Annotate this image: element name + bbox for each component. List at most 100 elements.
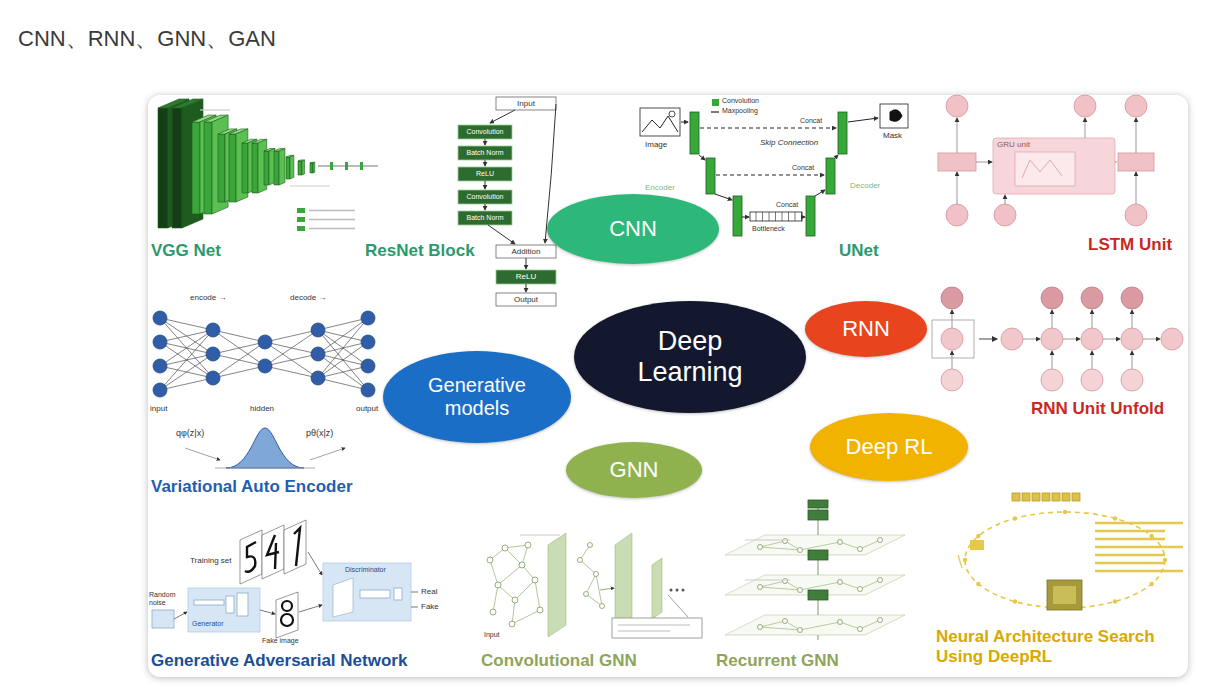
vae-neuron — [311, 347, 325, 361]
vae-weight-line — [160, 318, 213, 330]
nas-controller-cell — [1062, 493, 1070, 501]
rgnn-graph-edge — [800, 542, 840, 550]
resnet-arrow — [488, 225, 515, 244]
cgnn-arrow — [600, 588, 614, 590]
gan-generator-box — [188, 588, 260, 632]
cgnn-graph-node — [588, 543, 593, 548]
resnet-relu-box — [496, 270, 556, 284]
vae-neuron — [258, 335, 272, 349]
vae-neuron — [311, 323, 325, 337]
rgnn-graph-edge — [760, 621, 785, 627]
layer-name: Output — [496, 293, 556, 306]
rgnn-graph-edge — [760, 627, 800, 630]
nas-controller-cell — [1012, 493, 1020, 501]
cgnn-callout-box — [612, 618, 702, 638]
rgnn-recurrent-unit — [808, 550, 828, 560]
nas-cycle-dot — [1113, 599, 1117, 603]
rnn-input-circle — [1081, 369, 1103, 391]
vgg-note-line — [200, 109, 230, 110]
resnet-arrow — [485, 204, 486, 210]
lstm-io-circle — [946, 204, 968, 226]
cgnn-graph-node — [532, 577, 538, 583]
resnet-arrow — [485, 139, 486, 145]
unet-arrow — [699, 155, 705, 160]
unet-mask-box — [880, 104, 908, 128]
layer-name: ReLU — [496, 270, 556, 284]
vgg-layer-front — [264, 151, 269, 185]
nas-config-line — [1095, 530, 1165, 532]
rgnn-graph-edge — [860, 580, 880, 589]
rnn-wire — [1132, 310, 1133, 328]
vae-neuron — [206, 323, 220, 337]
vgg-layer-side — [225, 129, 237, 202]
rnn-output-circle — [1041, 287, 1063, 309]
rgnn-graph-edge — [860, 540, 880, 549]
rnn-hidden-circle — [1001, 328, 1023, 350]
rgnn-graph-node — [798, 548, 803, 553]
vae-weight-line — [318, 342, 368, 378]
rnn-unfold-arrow — [979, 338, 997, 339]
legend-note: Maxpooling — [722, 107, 758, 115]
lstm-io-circle — [946, 95, 968, 117]
unet-note: Concat — [776, 201, 798, 209]
unet-bottleneck-cell — [788, 212, 789, 221]
rgnn-graph-edge — [760, 581, 785, 587]
nas-config-line — [1095, 570, 1183, 572]
vgg-legend-line — [309, 228, 355, 230]
rgnn-graph-edge — [760, 541, 785, 547]
rgnn-graph-node — [783, 539, 788, 544]
rgnn-graph-edge — [840, 582, 860, 589]
resnet-arrow — [526, 258, 527, 269]
gan-training-sample — [284, 520, 306, 574]
nas-trained-net-inner — [1053, 586, 1076, 604]
unet-arrow — [848, 118, 878, 122]
resnet-input-box — [496, 97, 556, 110]
layer-name: Batch Norm — [458, 146, 512, 160]
vae-note: encode → — [190, 293, 226, 302]
cgnn-graph-node — [495, 582, 501, 588]
cgnn-graph-node — [537, 607, 543, 613]
unet-legend-swatch — [712, 99, 719, 106]
rnn-wire — [1023, 339, 1040, 340]
gan-generator-layer — [237, 593, 248, 616]
layer-name: Addition — [496, 245, 556, 258]
cgnn-layer-panel — [652, 558, 662, 619]
cgnn-layer-panel — [615, 533, 632, 632]
rgnn-graph-edge — [760, 587, 800, 590]
cgnn-graph-edge — [493, 585, 498, 612]
lstm-wire — [976, 162, 992, 163]
rnn-hidden-circle — [1041, 328, 1063, 350]
gan-fake-digit — [282, 601, 292, 611]
vae-weight-line — [213, 342, 265, 378]
vae-note: hidden — [250, 404, 274, 413]
topic-name: GNN — [610, 457, 659, 482]
nas-cycle-dot — [1163, 558, 1167, 562]
nas-controller-cell — [1032, 493, 1040, 501]
vae-neuron — [361, 383, 375, 397]
lstm-cell — [993, 138, 1115, 194]
vae-weight-line — [318, 318, 368, 330]
nas-cycle-dot — [976, 582, 980, 586]
cgnn-graph-edge — [505, 548, 522, 565]
lstm-inner-wire — [1022, 160, 1062, 178]
caption: LSTM Unit — [1088, 235, 1172, 255]
rgnn-graph-edge — [840, 542, 860, 549]
layer-name: Input — [496, 97, 556, 110]
gan-fake-digit — [281, 614, 293, 626]
nas-cycle-dot — [1149, 534, 1153, 538]
vae-neuron — [153, 359, 167, 373]
vae-weight-line — [213, 342, 265, 354]
rgnn-graph-edge — [760, 547, 800, 550]
nas-cycle — [965, 512, 1165, 608]
vae-weight-line — [318, 330, 368, 390]
rgnn-graph-edge — [860, 620, 880, 629]
unet-image-sketch — [640, 108, 680, 136]
nas-controller-cell — [1022, 493, 1030, 501]
topic-oval: Generative models — [383, 351, 572, 443]
gan-arrow — [308, 552, 322, 575]
unet-bottleneck-cell — [795, 212, 796, 221]
vae-weight-line — [160, 378, 213, 390]
cgnn-graph-edge — [535, 580, 540, 610]
lstm-io-circle — [1074, 95, 1096, 117]
gan-output-line — [411, 592, 418, 593]
